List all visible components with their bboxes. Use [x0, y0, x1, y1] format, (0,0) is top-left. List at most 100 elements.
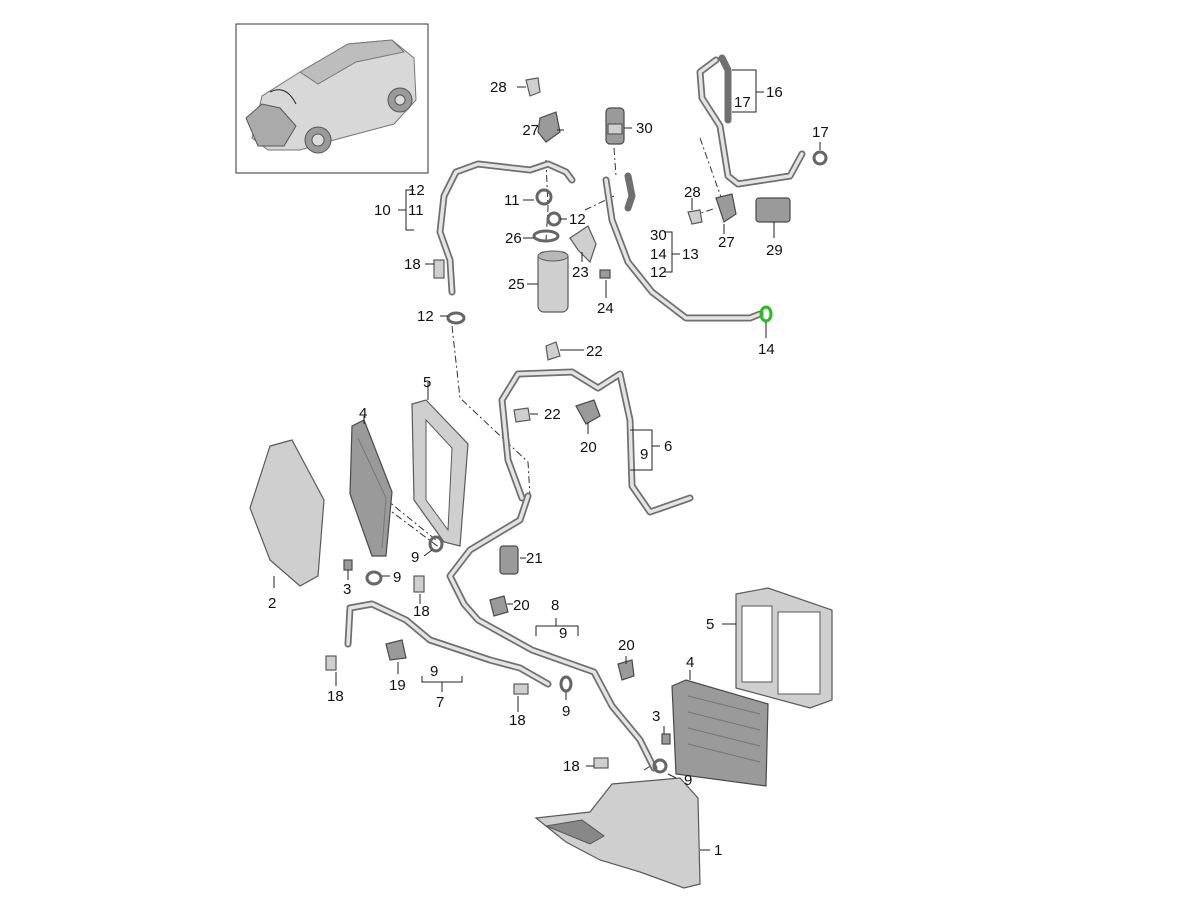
callout-4-right: 4	[686, 654, 694, 671]
callout-22-lower: 22	[544, 406, 561, 423]
callout-24: 24	[597, 300, 614, 317]
part-22-upper-clip	[545, 341, 561, 361]
callout-1: 1	[714, 842, 722, 859]
callout-9-bracket-8: 9	[559, 625, 567, 642]
leader-lines	[273, 69, 821, 851]
part-27-right-valve	[715, 193, 737, 223]
part-30-sensor	[605, 107, 625, 145]
callout-18-mid: 18	[413, 603, 430, 620]
part-19-holder	[385, 639, 407, 661]
part-9-ring-d	[652, 758, 668, 774]
part-18-bolt-mid	[413, 575, 425, 593]
callout-16: 16	[766, 84, 783, 101]
callout-3-left: 3	[343, 581, 351, 598]
part-21-bracket	[499, 545, 519, 575]
callout-labels: 28 27 30 11 12 26 25 23 24 12 18 10 12 1…	[268, 79, 829, 859]
callout-11-bracket-10: 11	[408, 202, 424, 219]
callout-11: 11	[504, 192, 520, 209]
callout-8: 8	[551, 597, 559, 614]
refrigerant-pipes	[344, 54, 806, 772]
callout-14: 14	[758, 341, 775, 358]
part-18-bolt-bottom	[593, 757, 609, 769]
callout-3-right: 3	[652, 708, 660, 725]
callout-20-upper: 20	[580, 439, 597, 456]
callout-29: 29	[766, 242, 783, 259]
callout-27-top: 27	[522, 122, 539, 139]
part-3-screw-left	[343, 559, 353, 571]
callout-18-lower: 18	[509, 712, 526, 729]
callout-20-middle: 20	[513, 597, 530, 614]
callout-23: 23	[572, 264, 589, 281]
part-18-bolt	[433, 259, 445, 279]
callout-5-left: 5	[423, 374, 431, 391]
parts	[249, 77, 833, 889]
callout-9-bracket-6: 9	[640, 446, 648, 463]
part-28-right-clip	[687, 209, 703, 225]
callout-21: 21	[526, 550, 543, 567]
part-20-lower	[617, 659, 635, 681]
callout-12-near-11: 12	[569, 211, 586, 228]
part-25-receiver-drier	[537, 250, 569, 313]
callout-9-bracket-7: 9	[430, 663, 438, 680]
callout-10: 10	[374, 202, 391, 219]
callout-9-left: 9	[393, 569, 401, 586]
part-17-seal-ring	[812, 150, 828, 166]
part-1-air-guide-bottom	[534, 777, 701, 889]
callout-28-right: 28	[684, 184, 701, 201]
part-29-pressure-sensor	[755, 197, 791, 223]
callout-9-lower: 9	[562, 703, 570, 720]
callout-22-upper: 22	[586, 343, 603, 360]
callout-9-mid: 9	[411, 549, 419, 566]
part-4-condenser-right	[671, 679, 769, 787]
callout-9-right: 9	[684, 772, 692, 789]
callout-7: 7	[436, 694, 444, 711]
callout-18-bottom: 18	[563, 758, 580, 775]
part-9-ring-c	[559, 675, 573, 693]
callout-17: 17	[812, 124, 829, 141]
callout-2: 2	[268, 595, 276, 612]
callout-12-bracket-13: 12	[650, 264, 667, 281]
part-12-seal-ring	[546, 211, 562, 227]
part-18-bolt-lower	[513, 683, 529, 695]
callout-19: 19	[389, 677, 406, 694]
part-3-screw-right	[661, 733, 671, 745]
callout-27-right: 27	[718, 234, 735, 251]
callout-14-bracket-13: 14	[650, 246, 667, 263]
part-9-ring-a	[428, 535, 444, 553]
callout-18-left: 18	[327, 688, 344, 705]
part-11-seal-ring	[535, 188, 553, 206]
callout-13: 13	[682, 246, 699, 263]
part-23-bracket	[569, 225, 597, 264]
callout-4-left: 4	[359, 405, 367, 422]
callout-12-lower: 12	[417, 308, 434, 325]
vehicle-thumbnail	[235, 23, 429, 174]
part-18-bolt-left	[325, 655, 337, 671]
part-4-condenser-left	[349, 419, 393, 557]
callout-6: 6	[664, 438, 672, 455]
part-9-ring-b	[365, 570, 383, 586]
callout-18-top: 18	[404, 256, 421, 273]
part-14-seal-ring-highlighted	[759, 305, 773, 323]
part-20-middle	[489, 595, 509, 617]
part-5-frame-left	[411, 399, 469, 547]
part-12-lower-ring	[446, 311, 466, 325]
part-5-frame-right	[735, 587, 833, 709]
part-24-screw	[599, 269, 611, 279]
callout-20-lower: 20	[618, 637, 635, 654]
callout-12-bracket-10: 12	[408, 182, 425, 199]
part-22-lower-clip	[513, 407, 531, 423]
callout-30-bracket-13: 30	[650, 227, 667, 244]
part-26-seal-ring	[532, 229, 560, 243]
part-2-air-guide-left	[249, 439, 325, 587]
callout-17-bracket-16: 17	[734, 94, 751, 111]
callout-5-right: 5	[706, 616, 714, 633]
callout-28-top: 28	[490, 79, 507, 96]
part-27-valve	[537, 111, 561, 143]
part-28-clip	[525, 77, 541, 97]
callout-30: 30	[636, 120, 653, 137]
callout-25: 25	[508, 276, 525, 293]
callout-26: 26	[505, 230, 522, 247]
part-20-upper	[575, 399, 601, 425]
